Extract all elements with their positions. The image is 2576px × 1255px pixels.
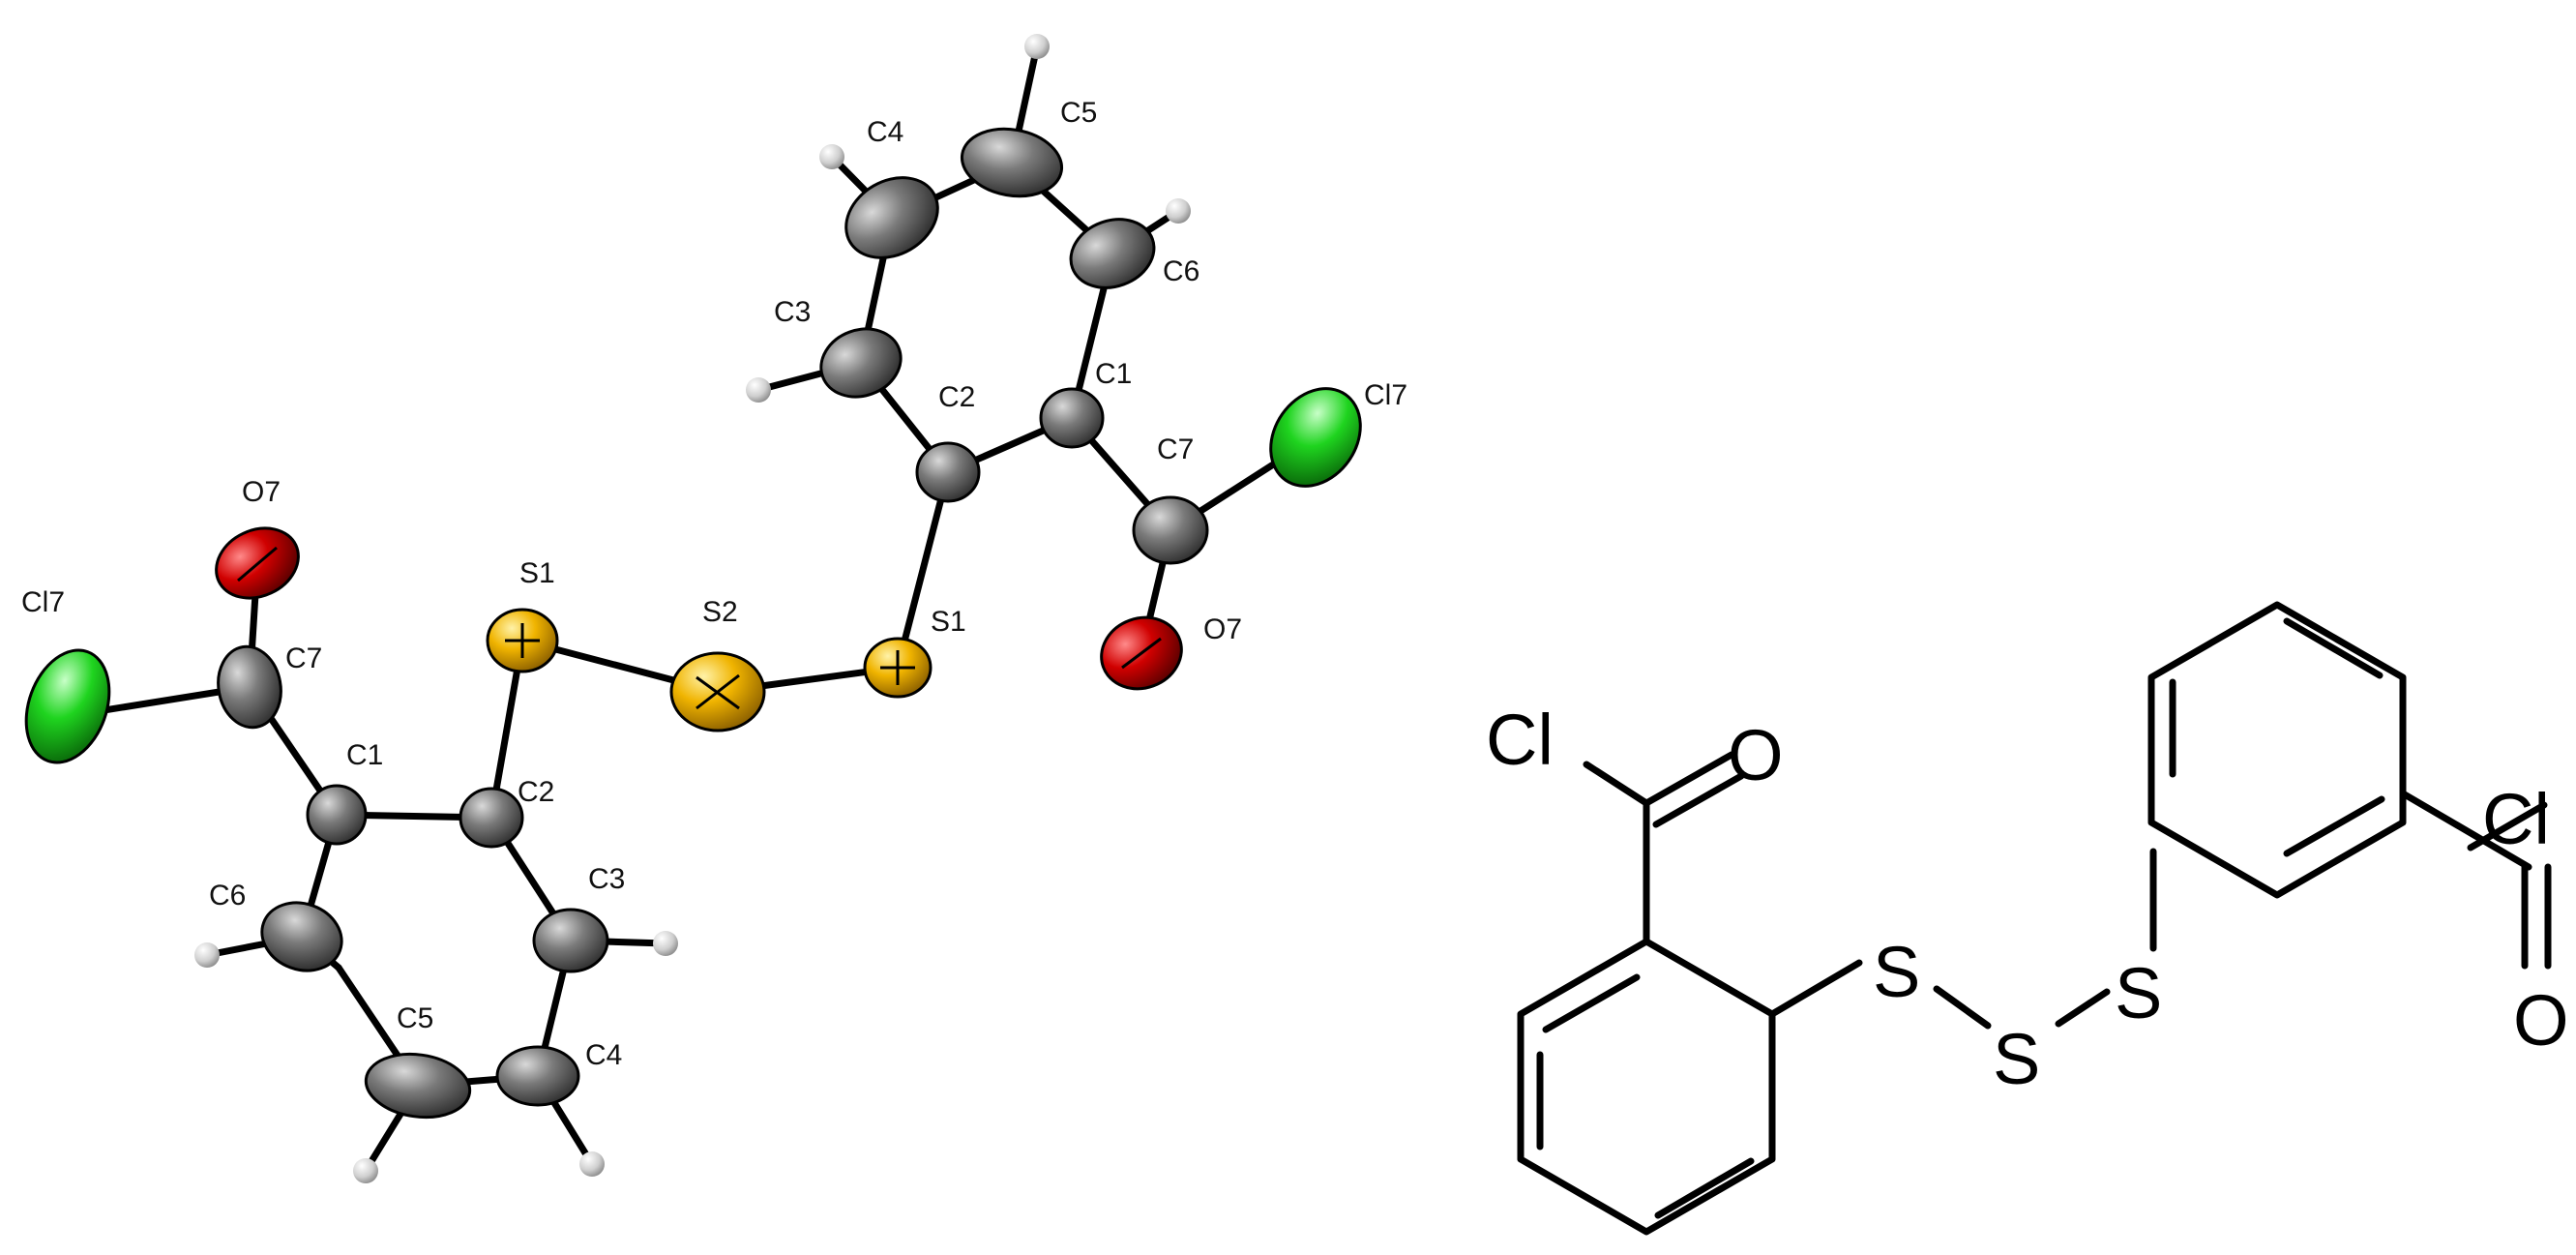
- chem-s-c: S: [2115, 953, 2162, 1033]
- skeletal-labels: Cl O S S S Cl O: [1486, 700, 2569, 1099]
- label-cl7-left: Cl7: [21, 586, 65, 618]
- h-atom: [579, 1151, 605, 1177]
- ortep-labels: Cl7 O7 C7 C1 C2 C6 C3 C5 C4 S1 S2 S1 C2 …: [21, 97, 1407, 1071]
- atom-c2-right: [915, 441, 981, 503]
- label-c7-left: C7: [285, 642, 322, 674]
- ortep-plot: Cl7 O7 C7 C1 C2 C6 C3 C5 C4 S1 S2 S1 C2 …: [21, 34, 1407, 1183]
- label-c2-right: C2: [938, 381, 975, 413]
- atom-c7-right: [1132, 495, 1209, 565]
- atom-c2-left: [459, 787, 524, 849]
- label-s1-right: S1: [931, 606, 966, 638]
- label-c5-left: C5: [397, 1002, 433, 1034]
- h-atom: [194, 942, 220, 968]
- atom-c5-right: [960, 127, 1064, 198]
- left-acyl-chloride: [1583, 751, 1745, 945]
- ellipsoid-axes: [237, 546, 1162, 710]
- atom-c3-left: [532, 908, 609, 973]
- label-c3-right: C3: [774, 296, 811, 328]
- atom-c4-right: [844, 176, 939, 259]
- atom-c6-left: [260, 901, 343, 972]
- right-benzene-ring: [2147, 601, 2407, 899]
- label-c2-left: C2: [518, 776, 554, 808]
- h-atom: [353, 1158, 378, 1183]
- left-benzene-ring: [1517, 938, 1776, 1236]
- chem-cl-right: Cl: [2482, 779, 2550, 859]
- label-s1-left: S1: [519, 557, 555, 589]
- label-c6-right: C6: [1163, 255, 1199, 287]
- h-atom: [746, 377, 771, 403]
- label-c7-right: C7: [1157, 433, 1194, 465]
- atom-cl7-left: [24, 648, 111, 764]
- chem-cl-left: Cl: [1486, 700, 1554, 780]
- atom-c1-left: [306, 784, 368, 846]
- label-c1-right: C1: [1095, 358, 1132, 390]
- atom-cl7-right: [1269, 387, 1362, 488]
- atom-c1-right: [1039, 387, 1105, 449]
- label-o7-right: O7: [1203, 613, 1242, 645]
- atom-c4-left: [495, 1045, 580, 1107]
- ortep-atoms: [24, 127, 1362, 1120]
- ortep-hydrogens: [194, 34, 1191, 1183]
- h-atom: [1024, 34, 1050, 59]
- ortep-bonds: [64, 43, 1319, 1175]
- trisulfide-chain: [1768, 848, 2157, 1030]
- label-o7-left: O7: [242, 476, 281, 508]
- label-s2: S2: [702, 596, 738, 628]
- right-acyl-chloride: [2399, 790, 2552, 970]
- chem-s-b: S: [1993, 1019, 2040, 1099]
- h-atom: [1166, 198, 1191, 224]
- chem-o-right: O: [2513, 980, 2569, 1061]
- h-atom: [819, 144, 844, 169]
- label-c6-left: C6: [209, 880, 246, 911]
- label-c5-right: C5: [1060, 97, 1097, 129]
- atom-c5-left: [364, 1052, 472, 1120]
- atom-c3-right: [819, 327, 903, 399]
- atom-c7-left: [217, 644, 282, 730]
- chem-s-a: S: [1873, 932, 1920, 1012]
- skeletal-structure: [1517, 601, 2552, 1236]
- label-c4-left: C4: [585, 1039, 622, 1071]
- label-c3-left: C3: [588, 863, 625, 895]
- chem-o-left: O: [1728, 715, 1784, 795]
- atom-c6-right: [1069, 218, 1156, 289]
- label-c1-left: C1: [346, 739, 383, 771]
- h-atom: [653, 931, 678, 956]
- label-cl7-right: Cl7: [1364, 379, 1407, 411]
- label-c4-right: C4: [867, 116, 903, 148]
